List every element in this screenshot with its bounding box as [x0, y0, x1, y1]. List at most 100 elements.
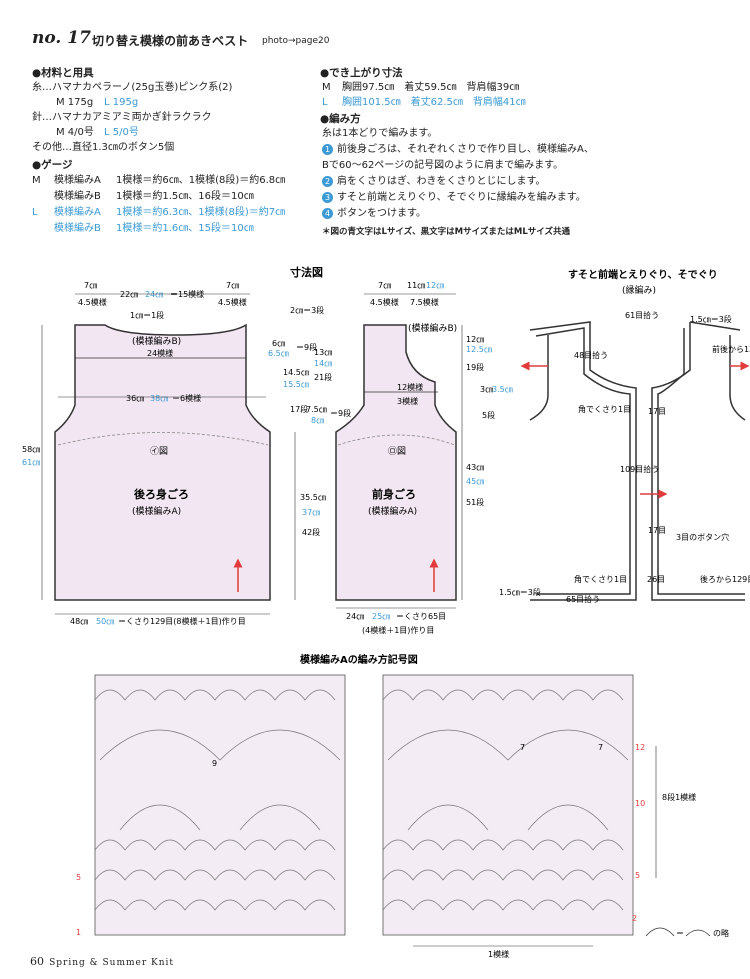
- front-top-right-m: 11㎝: [407, 281, 425, 290]
- gauge-l-a: 1模様＝約6.3㎝、1模様(8段)＝約7㎝: [116, 207, 286, 218]
- back-chest-rest: ＝6模様: [172, 393, 201, 403]
- chart-bottom-label: 1模様: [488, 949, 509, 959]
- other-materials: その他…直径1.3㎝のボタン5個: [32, 142, 175, 153]
- front-top-left-sub: 4.5模様: [370, 297, 399, 307]
- chart-stitch-7a: 7: [520, 743, 525, 752]
- back-top-left: 7㎝: [84, 281, 97, 290]
- stitch-chart-left: [94, 674, 346, 936]
- gauge-l-b: 1模様＝約1.6㎝、15段＝10㎝: [116, 223, 254, 234]
- gauge-m-a-label: 模様編みA: [54, 175, 101, 186]
- gauge-m-a: 1模様＝約6㎝、1模様(8段)＝約6.8㎝: [116, 175, 286, 186]
- finished-m-label: M: [322, 82, 331, 93]
- chart-row-right-10: 10: [635, 799, 645, 808]
- back-height-l: 61㎝: [22, 458, 40, 467]
- center-c-l: 14㎝: [314, 359, 332, 368]
- back-yoke-label: (模様編みB): [132, 335, 181, 347]
- center-d-rest: 17段: [290, 404, 308, 414]
- magazine-name: Spring & Summer Knit: [49, 958, 175, 968]
- back-top-left-sub: 4.5模様: [78, 297, 107, 307]
- center-d-l: 15.5㎝: [283, 380, 309, 389]
- finished-heading: ●でき上がり寸法: [320, 67, 403, 79]
- edging-armhole-pick: 48目拾う: [574, 350, 608, 360]
- gauge-l-a-label: 模様編みA: [54, 207, 101, 218]
- chart-row-right-12: 12: [635, 743, 645, 752]
- method-intro: 糸は1本どりで編みます。: [322, 128, 438, 139]
- back-bottom-rest: ＝くさり129目(8模様＋1目)作り目: [118, 616, 246, 626]
- chart-title: 模様編みAの編み方記号図: [300, 653, 418, 666]
- yarn-amount-l: L 195g: [104, 97, 139, 108]
- edging-count-17a: 17目: [648, 407, 666, 416]
- finished-m-values: 胸囲97.5㎝ 着丈59.5㎝ 背肩幅39㎝: [342, 82, 520, 93]
- back-chest-l: 38㎝: [150, 394, 168, 403]
- footer: 60 Spring & Summer Knit: [30, 950, 174, 969]
- back-top-mid-l: 24㎝: [145, 290, 163, 299]
- pattern-title: 切り替え模様の前あきベスト: [92, 34, 249, 48]
- center-b-l: 6.5㎝: [268, 349, 289, 358]
- edging-hem-front: 65目拾う: [566, 594, 600, 604]
- front-bottom-m: 24㎝: [346, 612, 364, 621]
- back-body-piece: [54, 323, 271, 601]
- front-top-left: 7㎝: [378, 281, 391, 290]
- chart-row-left-1: 1: [76, 928, 81, 937]
- front-body-piece: [335, 324, 457, 601]
- gauge-m-b-label: 模様編みB: [54, 191, 101, 202]
- edging-subtitle: (縁編み): [622, 284, 656, 296]
- pattern-number: no. 17: [32, 28, 91, 48]
- materials-heading: ●材料と用具: [32, 67, 94, 79]
- center-f-m: 35.5㎝: [300, 493, 326, 502]
- center-e-l: 8㎝: [311, 416, 324, 425]
- front-top-right-l: 12㎝: [426, 281, 444, 290]
- edging-outline: [529, 321, 746, 601]
- chart-repeat-label: 8段1模様: [662, 792, 696, 802]
- stitch-chart-arches: [94, 689, 629, 911]
- chart-stitch-7b: 7: [598, 743, 603, 752]
- front-r2-l: 3.5㎝: [492, 385, 513, 394]
- chart-legend-symbol: [645, 927, 711, 937]
- front-r2-m: 3㎝: [480, 385, 493, 394]
- edging-title: すそと前端とえりぐり、そでぐり: [568, 268, 718, 281]
- gauge-m-label: M: [32, 175, 41, 186]
- edging-front-pick: 前後から120目拾う: [712, 344, 750, 354]
- back-top-mid-m: 22㎝: [120, 290, 138, 299]
- front-body-name: 前身ごろ: [372, 487, 416, 501]
- front-chest-width: 3模様: [397, 396, 418, 406]
- finished-l-label: L: [322, 97, 328, 108]
- center-f-l: 37㎝: [302, 508, 320, 517]
- edging-armhole-width: 1.5㎝＝3段: [690, 314, 732, 324]
- page-number: 60: [30, 955, 44, 968]
- center-d-m: 14.5㎝: [283, 368, 309, 377]
- edging-front-edge: 109目拾う: [620, 464, 659, 474]
- hook-line: 針…ハマナカアミアミ両かぎ針ラクラク: [32, 112, 212, 123]
- back-bottom-m: 48㎝: [70, 617, 88, 626]
- chart-legend-text: の略: [713, 928, 729, 938]
- front-r3-rest: 51段: [466, 497, 484, 507]
- back-body-pattern: (模様編みA): [132, 505, 181, 517]
- schematic-title: 寸法図: [290, 265, 323, 279]
- chart-row-right-5: 5: [635, 871, 640, 880]
- center-f-rest: 42段: [302, 527, 320, 537]
- back-top-right-sub: 4.5模様: [218, 297, 247, 307]
- center-e-rest: ＝9段: [330, 408, 351, 418]
- front-r3-m: 43㎝: [466, 463, 484, 472]
- front-yoke-label: (模様編みB): [408, 322, 457, 334]
- gauge-l-label: L: [32, 207, 38, 218]
- center-c-m: 13㎝: [314, 348, 332, 357]
- edging-hem-back: 後ろから129目拾う: [700, 574, 750, 584]
- edging-neck-pick: 61目拾う: [625, 310, 659, 320]
- back-chest-m: 36㎝: [126, 394, 144, 403]
- edging-corner-top: 角でくさり1目: [578, 404, 631, 414]
- method-heading: ●編み方: [320, 113, 361, 125]
- photo-reference: photo→page20: [262, 36, 330, 46]
- front-r1-l: 12.5㎝: [466, 345, 492, 354]
- gauge-m-b: 1模様＝約1.5㎝、16段＝10㎝: [116, 191, 254, 202]
- chart-row-left-5: 5: [76, 873, 81, 882]
- yarn-amount-m: M 175g: [56, 97, 94, 108]
- center-e-m: 7.5㎝: [306, 405, 327, 414]
- method-step: Bで60～62ページの記号図のように肩まで編みます。: [322, 160, 564, 171]
- edging-count-26: 26目: [647, 575, 665, 584]
- back-mark: ㋑図: [150, 446, 168, 457]
